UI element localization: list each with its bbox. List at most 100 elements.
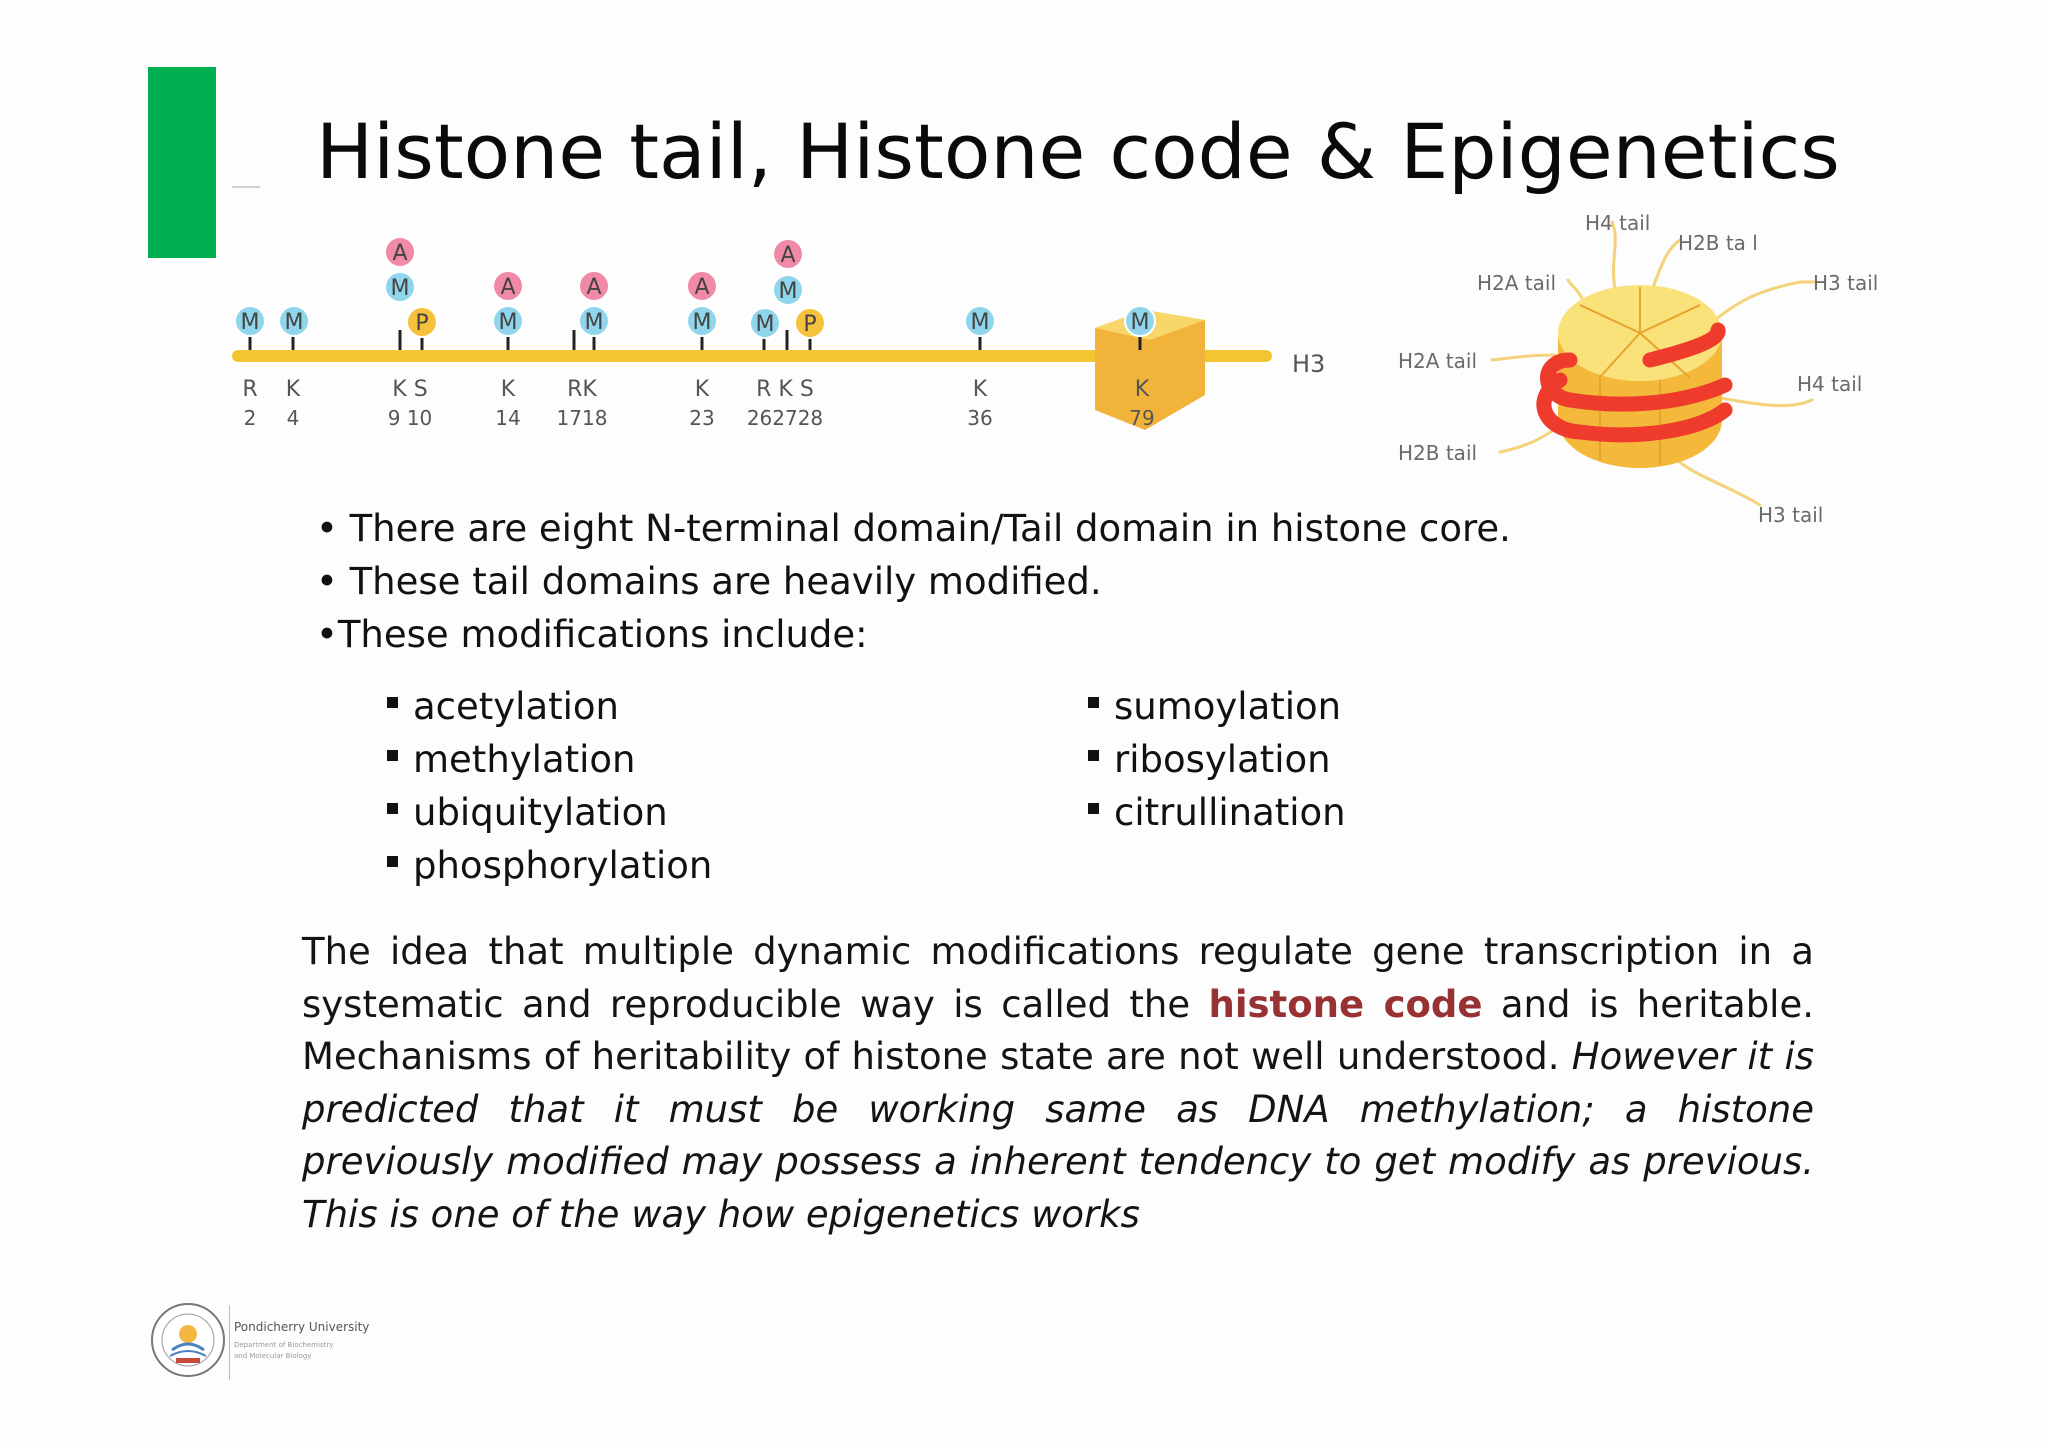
mark-letter: M [585, 310, 604, 335]
h3-tail-bar [232, 350, 1272, 362]
mark-letter: M [693, 310, 712, 335]
modification-item: citrullination [1088, 786, 1346, 839]
title-accent-bar [148, 67, 216, 258]
mark-letter: M [779, 279, 798, 304]
residue-number: 14 [495, 406, 520, 430]
university-name: Pondicherry University [234, 1320, 370, 1334]
acetyl-mark [384, 236, 416, 268]
mark-letter: P [803, 312, 816, 337]
intro-bullets: • There are eight N-terminal domain/Tail… [316, 502, 1511, 661]
paragraph-italic-text: However it is predicted that it must be … [302, 1035, 1814, 1236]
square-bullet-icon [387, 856, 398, 867]
acetyl-mark [578, 270, 610, 302]
modification-label: ribosylation [1114, 738, 1331, 781]
phospho-mark [406, 306, 438, 338]
methyl-mark [686, 305, 718, 337]
label-h2b-tail-left: H2B tail [1398, 441, 1477, 465]
methyl-mark [772, 274, 804, 306]
mark-letter: A [392, 241, 407, 266]
mark-letter: A [500, 275, 515, 300]
residue-label: K [973, 377, 988, 402]
residue-number: 79 [1129, 406, 1154, 430]
label-h4-tail-top: H4 tail [1585, 211, 1650, 235]
square-bullet-icon [387, 803, 398, 814]
bullet-item: • There are eight N-terminal domain/Tail… [316, 507, 1511, 550]
methyl-mark [1124, 305, 1156, 337]
paragraph-text: and is heritable. Mechanisms of heritabi… [302, 982, 1814, 1079]
residue-label: K [501, 377, 516, 402]
slide-title: Histone tail, Histone code & Epigenetics [316, 107, 1840, 196]
residue-label: R K S [756, 377, 814, 402]
modification-label: phosphorylation [413, 844, 713, 887]
acetyl-mark [772, 238, 804, 270]
residue-label: K [695, 377, 710, 402]
label-h4-tail-right: H4 tail [1797, 372, 1862, 396]
department-name: Department of Biochemistry and Molecular … [234, 1340, 333, 1362]
modification-item: phosphorylation [387, 839, 712, 892]
mark-letter: M [971, 310, 990, 335]
histone-code-paragraph: The idea that multiple dynamic modificat… [302, 926, 1814, 1241]
h3-nucleosome-block [1095, 310, 1205, 430]
residue-number: 36 [967, 406, 992, 430]
modifications-list-left: acetylation methylation ubiquitylation p… [387, 680, 712, 892]
residue-number: 262728 [747, 406, 823, 430]
modification-item: acetylation [387, 680, 712, 733]
methyl-mark [492, 305, 524, 337]
residue-label: K [286, 377, 301, 402]
residue-label: K S [392, 377, 427, 402]
modification-item: ubiquitylation [387, 786, 712, 839]
mark-letter: M [241, 310, 260, 335]
h4-tail-right-line [1718, 396, 1814, 408]
mark-letter: M [285, 310, 304, 335]
label-h2a-tail-top: H2A tail [1477, 271, 1556, 295]
methyl-mark [234, 305, 266, 337]
methyl-mark [749, 307, 781, 339]
mark-letter: A [780, 243, 795, 268]
h2a-tail-left-line [1490, 353, 1557, 362]
residue-number: 9 10 [388, 406, 433, 430]
mark-letter: A [586, 275, 601, 300]
mark-letter: M [1131, 310, 1150, 335]
modification-label: sumoylation [1114, 685, 1342, 728]
modification-label: ubiquitylation [413, 791, 668, 834]
h3-tail-right-line [1713, 280, 1817, 322]
acetyl-mark [686, 270, 718, 302]
department-line: and Molecular Biology [234, 1352, 312, 1360]
methyl-mark [384, 271, 416, 303]
square-bullet-icon [1088, 697, 1099, 708]
residue-number: 23 [689, 406, 714, 430]
modification-label: methylation [413, 738, 636, 781]
department-line: Department of Biochemistry [234, 1341, 334, 1349]
modification-label: citrullination [1114, 791, 1346, 834]
residue-label: K [1135, 377, 1150, 402]
mark-letter: A [694, 275, 709, 300]
square-bullet-icon [1088, 750, 1099, 761]
label-h2b-tail-top: H2B ta l [1678, 231, 1758, 255]
mark-letter: M [391, 276, 410, 301]
residue-number: 2 [244, 406, 257, 430]
methyl-mark [578, 305, 610, 337]
residue-label: RK [567, 377, 597, 402]
bullet-item: • These tail domains are heavily modifie… [316, 560, 1102, 603]
h4-tail-top-line [1610, 220, 1617, 292]
mark-letter: P [415, 311, 428, 336]
histone-code-highlight: histone code [1208, 982, 1483, 1026]
acetyl-mark [492, 270, 524, 302]
phospho-mark [794, 307, 826, 339]
bullet-item: •These modifications include: [316, 613, 868, 656]
residue-label: R [242, 377, 257, 402]
mark-letter: M [499, 310, 518, 335]
square-bullet-icon [1088, 803, 1099, 814]
modifications-list-right: sumoylation ribosylation citrullination [1088, 680, 1346, 839]
label-h2a-tail-left: H2A tail [1398, 349, 1477, 373]
label-h3-tail-right: H3 tail [1813, 271, 1878, 295]
label-h3-tail-bottom: H3 tail [1758, 503, 1823, 527]
modification-item: ribosylation [1088, 733, 1346, 786]
footer-divider [229, 1305, 230, 1380]
residue-number: 4 [287, 406, 300, 430]
methyl-mark [964, 305, 996, 337]
modification-item: methylation [387, 733, 712, 786]
nucleosome-diagram: H4 tail H2B ta l H2A tail H3 tail H2A ta… [1398, 211, 1878, 527]
